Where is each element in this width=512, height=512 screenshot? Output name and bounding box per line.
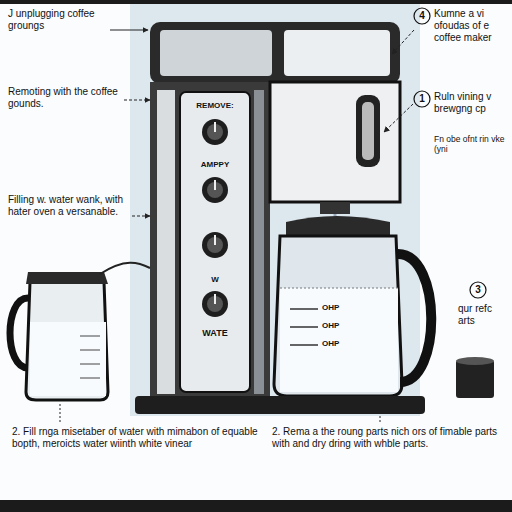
step-note: Ruln vining v brewgng cp: [434, 91, 508, 115]
knob: [202, 177, 228, 203]
knob: [202, 291, 228, 317]
backdrop-panel: [130, 4, 420, 416]
callout-number: 1: [414, 93, 430, 105]
brew-housing: [270, 82, 400, 202]
cup: [456, 360, 494, 398]
step-note: Kumne a vi ofoudas of e coffee maker: [434, 8, 508, 44]
leader-line: [124, 100, 150, 101]
metal-strip: [254, 90, 264, 394]
lid-highlight: [284, 30, 390, 76]
level-mark: [290, 308, 318, 310]
leader-line: [384, 104, 413, 132]
step-note: J unplugging coffee groungs: [8, 8, 108, 32]
step-note: Remoting with the coffee gounds.: [8, 86, 122, 110]
machine-column: [150, 82, 270, 400]
knob-pointer: [214, 235, 216, 245]
level-mark: [80, 378, 100, 379]
metal-strip: [157, 90, 175, 394]
water-tube: [100, 263, 150, 274]
window-glass: [362, 102, 374, 160]
water-surface: [280, 288, 398, 289]
level-mark: [290, 326, 318, 328]
knob-pointer: [214, 180, 216, 190]
control-panel: [180, 92, 250, 392]
water-window: [356, 95, 380, 167]
knob-pointer: [214, 294, 216, 304]
level-label: OHP: [322, 339, 362, 349]
step-note: qur refc arts: [458, 303, 510, 327]
knob: [202, 232, 228, 258]
callout-number: 3: [470, 284, 486, 296]
level-mark: [290, 344, 318, 346]
knob: [202, 119, 228, 145]
callout-circle: [414, 91, 430, 107]
lid-highlight: [160, 30, 272, 76]
knob-pointer: [214, 122, 216, 132]
pitcher-handle: [10, 298, 28, 368]
level-mark: [80, 350, 100, 351]
knob-label: W: [182, 275, 248, 285]
level-mark: [80, 364, 100, 365]
water-pitcher: [26, 282, 108, 400]
leader-line: [380, 416, 381, 422]
machine-lid: [150, 22, 400, 84]
leader-line: [392, 30, 414, 54]
callout-number: 4: [414, 10, 430, 22]
leader-line: [132, 216, 150, 217]
top-band: [0, 0, 512, 4]
level-mark: [80, 336, 100, 337]
step-note: Filling w. water wank, with hater oven a…: [8, 194, 130, 218]
callout-circle: [414, 8, 430, 24]
bottom-band: [0, 500, 512, 512]
carafe-handle: [398, 254, 431, 382]
callout-circle: [470, 282, 486, 298]
step-subnote: Fn obe ofnt rin vke (yni: [434, 134, 508, 154]
machine-base: [135, 396, 425, 414]
spout: [320, 202, 350, 214]
knob-label: AMPPY: [182, 160, 248, 170]
level-label: OHP: [322, 303, 362, 313]
pitcher-water: [30, 322, 106, 396]
knob-label: WATE: [182, 328, 248, 339]
pitcher-lid: [26, 272, 108, 284]
step-note: 2. Fill rnga misetaber of water with mim…: [12, 426, 258, 450]
step-note: 2. Rema a the roung parts nich ors of fi…: [272, 426, 504, 450]
carafe-lid: [286, 216, 390, 236]
leader-line: [60, 404, 61, 422]
carafe-water: [280, 288, 398, 392]
level-label: OHP: [322, 321, 362, 331]
knob-label: REMOVE:: [182, 101, 248, 111]
leader-line: [110, 30, 148, 31]
cup-rim: [456, 357, 494, 365]
carafe: [274, 236, 402, 396]
